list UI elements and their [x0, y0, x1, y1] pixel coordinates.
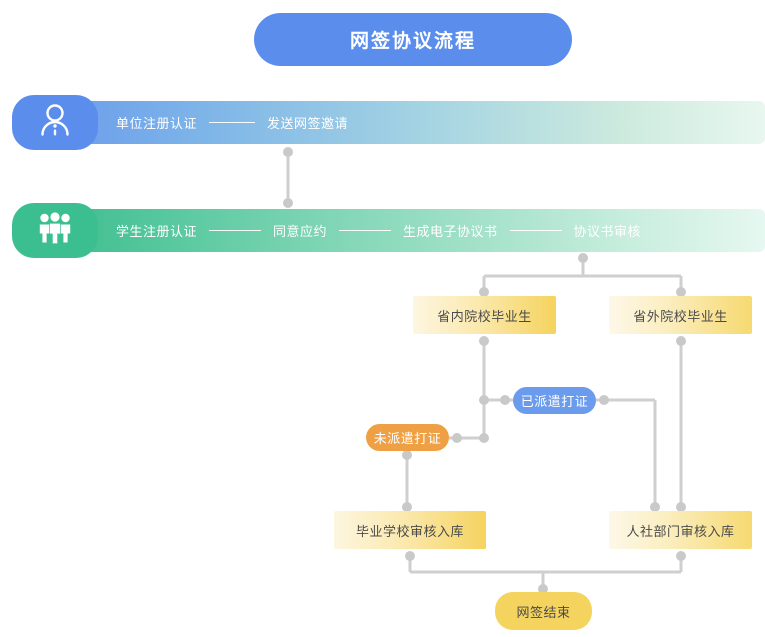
page-title: 网签协议流程 [254, 13, 572, 66]
lane-student-step-3: 生成电子协议书 [403, 224, 498, 239]
step-connector-dash [339, 230, 392, 231]
node-label: 毕业学校审核入库 [355, 523, 464, 539]
node-label: 网签结束 [516, 604, 571, 620]
node-label: 人社部门审核入库 [626, 523, 735, 539]
node-hr-department-review-archive[interactable]: 人社部门审核入库 [609, 511, 752, 549]
lane-employer-step-2: 发送网签邀请 [267, 116, 349, 131]
node-not-dispatched-certificate[interactable]: 未派遣打证 [366, 424, 449, 451]
lane-student-steps: 学生注册认证 同意应约 生成电子协议书 协议书审核 [116, 209, 641, 252]
node-school-review-archive[interactable]: 毕业学校审核入库 [334, 511, 486, 549]
person-icon [38, 102, 72, 143]
lane-student-badge [12, 203, 98, 258]
node-dispatched-certificate[interactable]: 已派遣打证 [513, 387, 596, 414]
node-signing-end[interactable]: 网签结束 [495, 592, 592, 630]
step-connector-dash [509, 230, 562, 231]
step-connector-dash [209, 230, 262, 231]
lane-student-step-4: 协议书审核 [573, 224, 642, 239]
node-province-internal-graduate[interactable]: 省内院校毕业生 [413, 296, 556, 334]
lane-student-bar [54, 209, 765, 252]
lane-employer-steps: 单位注册认证 发送网签邀请 [116, 101, 348, 144]
lane-student-step-2: 同意应约 [273, 224, 328, 239]
lane-student-step-1: 学生注册认证 [116, 224, 198, 239]
node-label: 省外院校毕业生 [633, 308, 728, 324]
lane-employer-bar [54, 101, 765, 144]
lane-employer-step-1: 单位注册认证 [116, 116, 198, 131]
node-label: 已派遣打证 [520, 394, 589, 409]
node-label: 省内院校毕业生 [437, 308, 532, 324]
group-people-icon [35, 212, 75, 249]
lane-employer-badge [12, 95, 98, 150]
node-label: 未派遣打证 [373, 431, 442, 446]
page-title-text: 网签协议流程 [349, 31, 476, 52]
node-province-external-graduate[interactable]: 省外院校毕业生 [609, 296, 752, 334]
step-connector-dash [209, 122, 256, 123]
